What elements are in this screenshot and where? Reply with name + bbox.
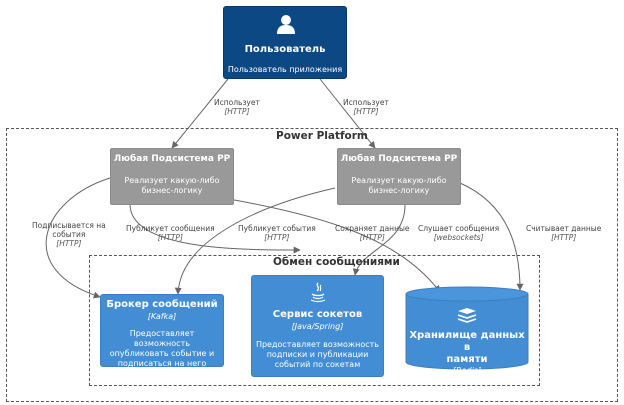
relation-publishes-events: Публикует события [HTTP] — [238, 224, 316, 242]
subsystem-left-description: Реализует какую-либо бизнес-логику — [124, 176, 220, 195]
relation-publishes-messages: Публикует сообщения [HTTP] — [126, 224, 215, 242]
connector-uses-left — [171, 78, 229, 149]
person-title: Пользователь — [244, 44, 326, 55]
storage-tech: [Redis] — [452, 366, 482, 375]
broker-title: Брокер сообщений — [106, 299, 218, 310]
relation-listens-messages: Слушает сообщения [websockets] — [418, 224, 500, 242]
container-socket-service[interactable]: Сервис сокетов [Java/Spring] Предоставля… — [251, 275, 384, 377]
boundary-power-platform — [6, 128, 618, 402]
subsystem-left[interactable]: Любая Подсистема PP Реализует какую-либо… — [110, 148, 234, 205]
relation-uses-left: Использует [HTTP] — [214, 98, 260, 116]
subsystem-right-title: Любая Подсистема PP — [340, 154, 458, 164]
socket-tech: [Java/Spring] — [291, 322, 344, 331]
subsystem-right[interactable]: Любая Подсистема PP Реализует какую-либо… — [337, 148, 461, 205]
container-message-broker[interactable]: Брокер сообщений [Kafka] Предоставляет в… — [100, 294, 224, 368]
connector-publishes-events — [174, 187, 336, 295]
person-description: Пользователь приложения — [227, 65, 343, 74]
relation-subscribes: Подписывается на события [HTTP] — [32, 221, 106, 248]
boundary-messaging-title: Обмен сообщениями — [273, 256, 400, 268]
container-memory-storage[interactable]: Хранилище данных в памяти [Redis] — [405, 286, 529, 375]
relation-stores-data: Сохраняет данные [HTTP] — [335, 224, 410, 242]
connector-reads-data — [459, 182, 524, 291]
boundary-messaging — [89, 255, 540, 386]
connector-listens-messages — [352, 204, 406, 276]
relation-reads-data: Считывает данные [HTTP] — [526, 224, 602, 242]
connector-uses-right — [319, 78, 376, 149]
java-icon — [310, 282, 326, 303]
subsystem-right-description: Реализует какую-либо бизнес-логику — [351, 176, 447, 195]
user-icon — [277, 15, 295, 34]
broker-tech: [Kafka] — [147, 312, 177, 321]
socket-description: Предоставляет возможность подписки и пуб… — [255, 340, 380, 369]
relation-uses-right: Использует [HTTP] — [343, 98, 389, 116]
connector-publishes-messages — [129, 203, 301, 254]
broker-description: Предоставляет возможность опубликовать с… — [109, 329, 215, 368]
connector-stores-data — [204, 194, 441, 293]
subsystem-left-title: Любая Подсистема PP — [113, 154, 231, 164]
person-user[interactable]: Пользователь Пользователь приложения — [223, 6, 347, 79]
socket-title: Сервис сокетов — [272, 309, 363, 320]
redis-icon — [457, 308, 477, 323]
database-cylinder — [405, 286, 529, 370]
storage-title: Хранилище данных в памяти [Redis] — [405, 330, 529, 375]
connector-subscribes — [45, 177, 111, 299]
boundary-power-platform-title: Power Platform — [276, 130, 368, 142]
